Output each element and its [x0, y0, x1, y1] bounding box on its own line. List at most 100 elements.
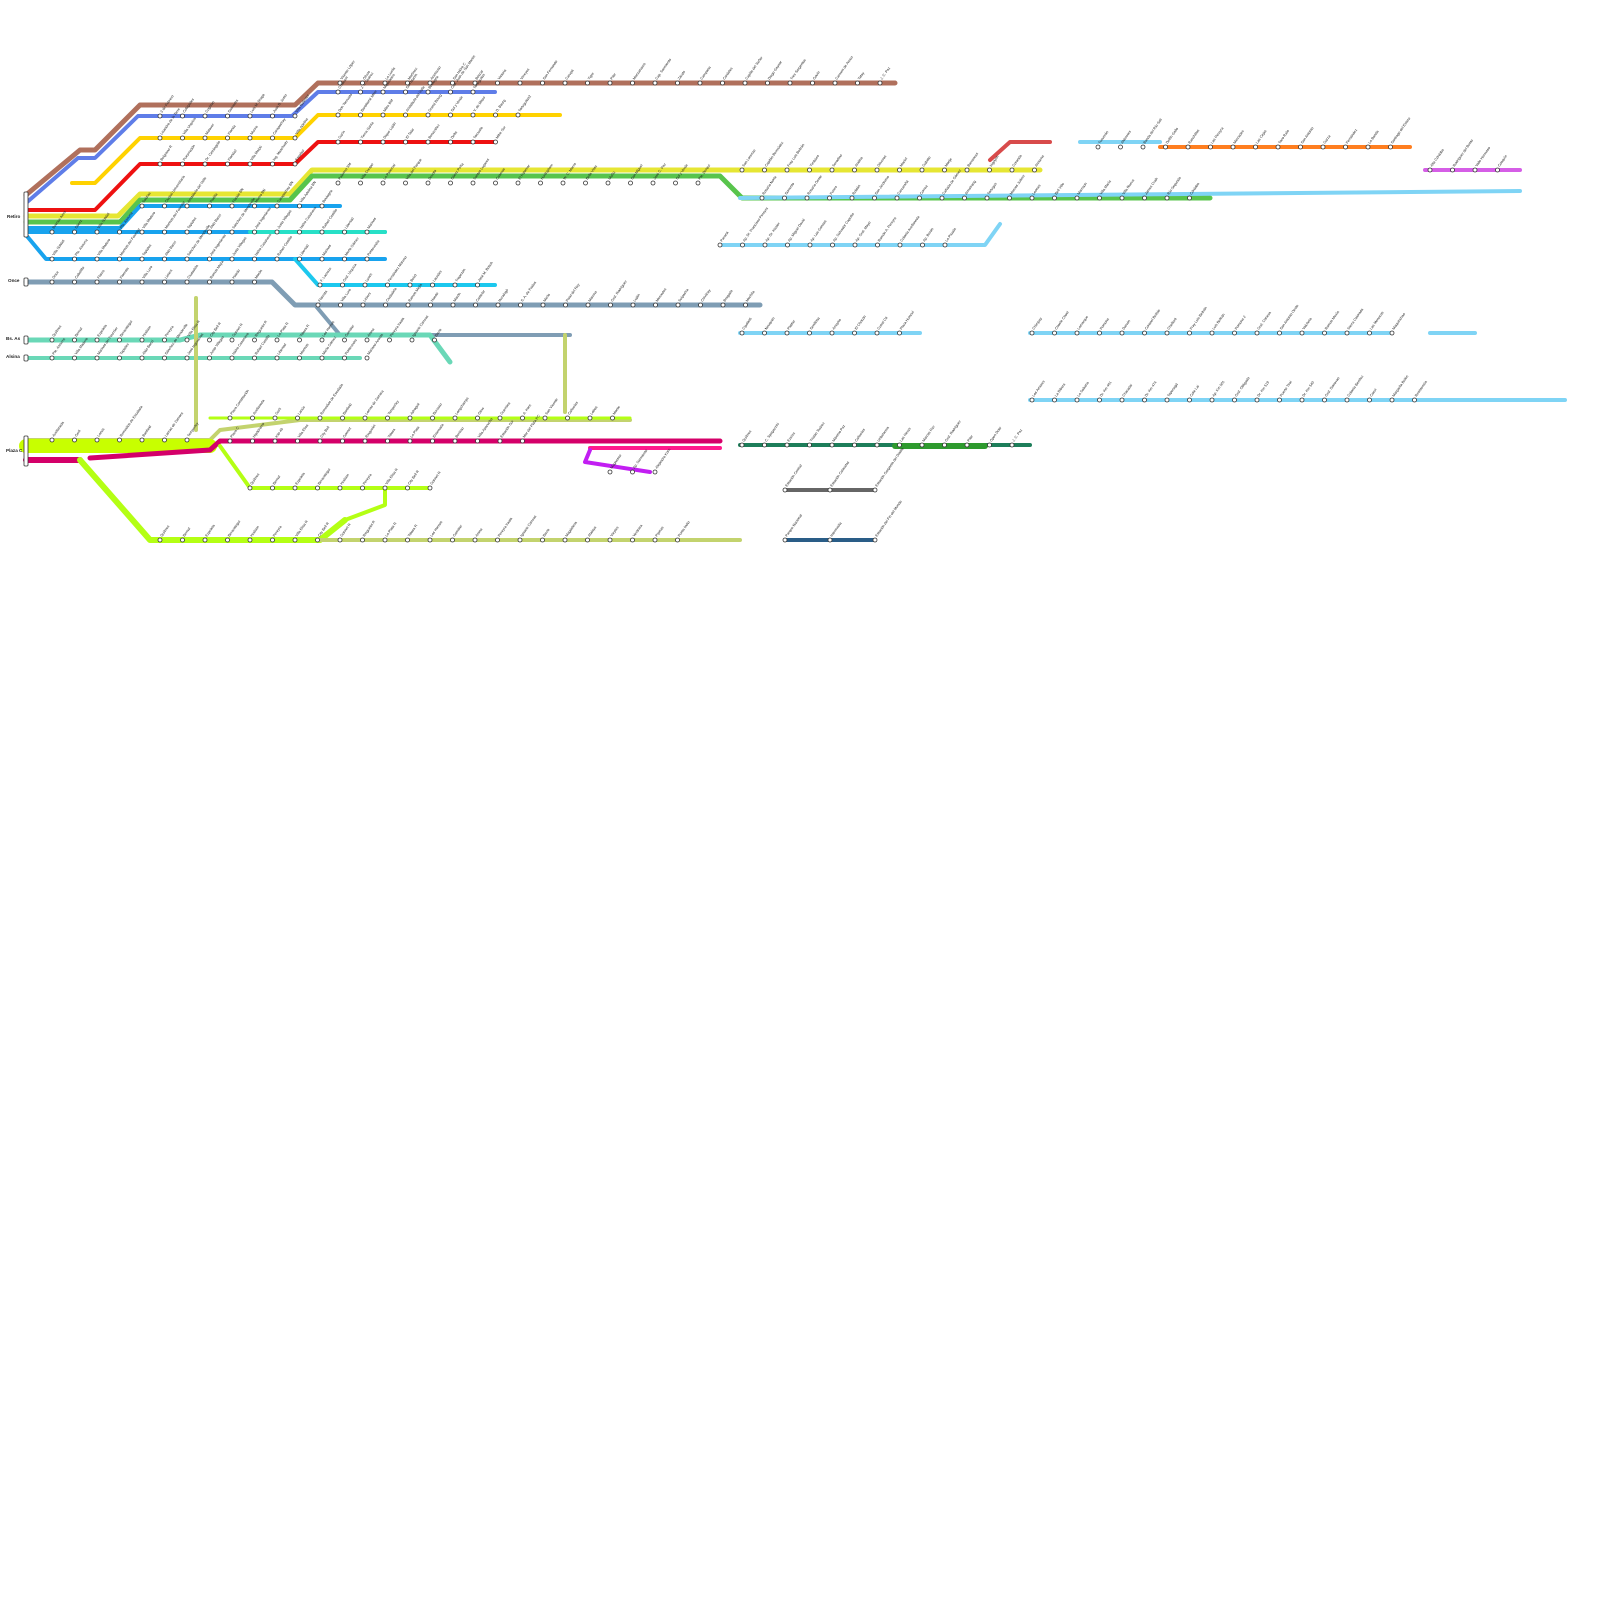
- station-marker[interactable]: [1344, 330, 1350, 336]
- station[interactable]: Delta: [448, 130, 459, 145]
- station[interactable]: Floresta: [117, 267, 130, 285]
- station-marker[interactable]: [117, 355, 122, 361]
- station-marker[interactable]: [49, 337, 55, 343]
- station[interactable]: Longchamps: [452, 396, 470, 421]
- station-marker[interactable]: [562, 80, 568, 86]
- station[interactable]: Bavio: [540, 528, 551, 543]
- station-marker[interactable]: [739, 330, 745, 336]
- station[interactable]: Cutral Có: [874, 316, 889, 336]
- station-marker[interactable]: [452, 438, 458, 444]
- station[interactable]: La Plata: [407, 425, 420, 444]
- station-marker[interactable]: [364, 355, 370, 361]
- station-marker[interactable]: [180, 135, 185, 141]
- station-marker[interactable]: [184, 256, 190, 262]
- station[interactable]: Boulogne: [319, 189, 334, 209]
- station[interactable]: Ezpeleta: [202, 524, 216, 543]
- station-marker[interactable]: [425, 180, 431, 186]
- station-marker[interactable]: [493, 112, 498, 118]
- station[interactable]: Gaboto: [919, 156, 932, 173]
- station-marker[interactable]: [317, 415, 323, 421]
- station-marker[interactable]: [740, 242, 745, 248]
- station-marker[interactable]: [470, 180, 476, 186]
- station[interactable]: Chelforó: [1164, 317, 1178, 336]
- station-marker[interactable]: [585, 80, 590, 86]
- station-marker[interactable]: [403, 112, 408, 118]
- station-marker[interactable]: [1142, 397, 1147, 403]
- station-marker[interactable]: [807, 442, 812, 448]
- station-marker[interactable]: [962, 195, 967, 201]
- station-marker[interactable]: [274, 337, 280, 343]
- station-marker[interactable]: [247, 113, 253, 119]
- station-marker[interactable]: [1388, 144, 1393, 150]
- station-marker[interactable]: [849, 195, 855, 201]
- station[interactable]: Chilavert: [335, 76, 349, 95]
- station[interactable]: Paraná: [717, 231, 729, 248]
- station-marker[interactable]: [405, 485, 410, 491]
- station-marker[interactable]: [94, 256, 100, 262]
- station-marker[interactable]: [807, 167, 812, 173]
- station-marker[interactable]: [360, 302, 366, 308]
- station[interactable]: Pereyra Iraola: [387, 317, 406, 343]
- station[interactable]: La Plata R: [274, 321, 290, 343]
- station-marker[interactable]: [229, 203, 235, 209]
- station-marker[interactable]: [117, 229, 122, 235]
- station-marker[interactable]: [493, 180, 498, 186]
- station-marker[interactable]: [94, 279, 100, 285]
- station[interactable]: Morón: [450, 292, 462, 308]
- station[interactable]: Marinos: [297, 343, 310, 361]
- terminus-bar-once[interactable]: [23, 277, 29, 287]
- station-marker[interactable]: [563, 302, 568, 308]
- station-marker[interactable]: [385, 282, 390, 288]
- station[interactable]: Arana: [472, 527, 483, 543]
- station-marker[interactable]: [432, 337, 437, 343]
- station-marker[interactable]: [358, 180, 363, 186]
- station[interactable]: Luján: [630, 293, 641, 308]
- station-marker[interactable]: [448, 139, 453, 145]
- station[interactable]: Gral. Rodríguez: [942, 419, 962, 448]
- station-marker[interactable]: [315, 302, 321, 308]
- station-marker[interactable]: [1142, 330, 1147, 336]
- station-marker[interactable]: [427, 80, 433, 86]
- station-marker[interactable]: [72, 229, 77, 235]
- station[interactable]: Villa Luro: [338, 288, 352, 308]
- station-marker[interactable]: [784, 330, 790, 336]
- station-marker[interactable]: [1187, 397, 1192, 403]
- station-marker[interactable]: [117, 337, 122, 343]
- station[interactable]: Atalaya: [585, 525, 598, 543]
- station-marker[interactable]: [852, 242, 858, 248]
- station[interactable]: Mitre Sur: [493, 125, 508, 145]
- station[interactable]: Castelar: [473, 289, 487, 308]
- station-marker[interactable]: [430, 438, 435, 444]
- station[interactable]: Marinos: [364, 217, 377, 235]
- station-marker[interactable]: [1119, 397, 1125, 403]
- station-marker[interactable]: [827, 537, 833, 543]
- station[interactable]: Munro: [247, 125, 259, 141]
- station[interactable]: Alderetes: [1118, 130, 1133, 150]
- station[interactable]: Devoto: [425, 169, 437, 186]
- station-marker[interactable]: [807, 330, 812, 336]
- station-marker[interactable]: [157, 113, 163, 119]
- station[interactable]: Gonnet R: [427, 470, 442, 491]
- station-marker[interactable]: [630, 302, 636, 308]
- station[interactable]: Margarita Belén: [1389, 374, 1409, 403]
- station-marker[interactable]: [295, 438, 300, 444]
- station[interactable]: Roldán: [849, 184, 861, 201]
- station-marker[interactable]: [762, 242, 768, 248]
- station-marker[interactable]: [72, 437, 77, 443]
- station-marker[interactable]: [565, 415, 570, 421]
- station-marker[interactable]: [297, 256, 302, 262]
- station-marker[interactable]: [184, 337, 190, 343]
- station-marker[interactable]: [207, 203, 212, 209]
- station-marker[interactable]: [139, 279, 145, 285]
- station-marker[interactable]: [162, 229, 167, 235]
- station-marker[interactable]: [877, 80, 883, 86]
- station[interactable]: Bernal: [270, 475, 282, 491]
- station[interactable]: Floresta: [315, 290, 328, 308]
- station[interactable]: J. C. Paz: [877, 66, 891, 86]
- station-marker[interactable]: [247, 135, 253, 141]
- station-marker[interactable]: [475, 415, 480, 421]
- station-marker[interactable]: [72, 256, 77, 262]
- station[interactable]: Marinos: [319, 244, 332, 262]
- station[interactable]: Oliveros: [874, 154, 887, 173]
- station[interactable]: Padilla: [207, 192, 219, 209]
